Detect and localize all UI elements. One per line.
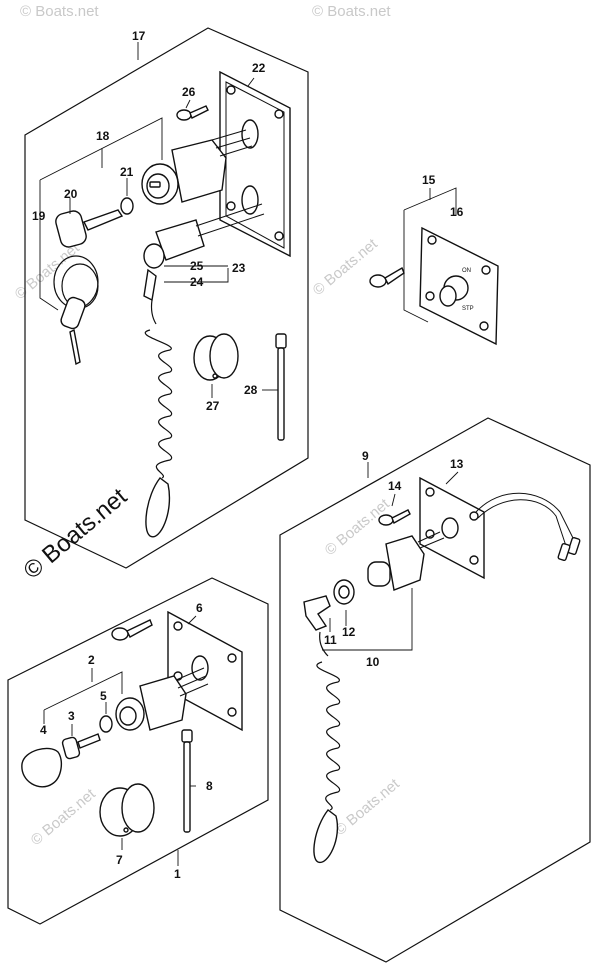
callout-21: 21 bbox=[120, 165, 134, 179]
switch-stop-label: STP bbox=[462, 306, 474, 312]
assembly-1 bbox=[7, 577, 269, 925]
watermark-main: © Boats.net bbox=[19, 483, 133, 585]
callout-27: 27 bbox=[206, 399, 220, 413]
callout-4: 4 bbox=[40, 723, 47, 737]
assembly-9 bbox=[279, 417, 591, 963]
callout-16: 16 bbox=[450, 205, 464, 219]
callout-22: 22 bbox=[252, 61, 266, 75]
washer-21 bbox=[120, 197, 134, 215]
switch-on-label: ON bbox=[462, 268, 471, 274]
switch-10 bbox=[367, 531, 445, 591]
callout-20: 20 bbox=[64, 187, 78, 201]
watermark-bottom-right: © Boats.net bbox=[332, 775, 404, 839]
callout-17: 17 bbox=[132, 29, 146, 43]
fob-4 bbox=[21, 747, 63, 788]
callout-2: 2 bbox=[88, 653, 95, 667]
callout-24: 24 bbox=[190, 275, 204, 289]
box-1 bbox=[7, 577, 269, 925]
screw-6 bbox=[111, 619, 153, 641]
assembly-17 bbox=[24, 27, 309, 569]
cap-27 bbox=[193, 333, 239, 381]
screw-15 bbox=[369, 266, 405, 288]
callout-5: 5 bbox=[100, 689, 107, 703]
washer-5 bbox=[99, 715, 113, 733]
watermark-right-mid: © Boats.net bbox=[322, 495, 394, 559]
callout-19: 19 bbox=[32, 209, 46, 223]
callouts: 17 22 26 18 21 20 19 25 23 24 28 27 15 1… bbox=[32, 29, 464, 881]
stop-switch-25 bbox=[143, 203, 265, 302]
callout-15: 15 bbox=[422, 173, 436, 187]
callout-26: 26 bbox=[182, 85, 196, 99]
callout-1: 1 bbox=[174, 867, 181, 881]
watermark-bottom-left: © Boats.net bbox=[28, 785, 100, 849]
watermark-top-left: © Boats.net bbox=[20, 3, 99, 20]
assembly-15: ON STP bbox=[369, 187, 499, 346]
callout-11: 11 bbox=[324, 633, 337, 647]
key-ring-19 bbox=[53, 255, 99, 366]
clip-11 bbox=[303, 595, 331, 631]
lanyard-coil-11 bbox=[313, 631, 341, 863]
callout-8: 8 bbox=[206, 779, 213, 793]
screw-26 bbox=[176, 105, 209, 121]
plate-22 bbox=[219, 70, 291, 258]
watermark-left: © Boats.net bbox=[12, 239, 84, 303]
callout-28: 28 bbox=[244, 383, 258, 397]
callout-18: 18 bbox=[96, 129, 110, 143]
key-20 bbox=[55, 209, 124, 248]
watermark-mid: © Boats.net bbox=[310, 235, 382, 299]
lanyard-coil-24 bbox=[144, 299, 173, 538]
box-17 bbox=[24, 27, 309, 569]
callout-14: 14 bbox=[388, 479, 402, 493]
callout-7: 7 bbox=[116, 853, 123, 867]
watermark-top: © Boats.net bbox=[312, 3, 391, 20]
cap-7 bbox=[99, 783, 155, 837]
tie-8 bbox=[181, 729, 193, 833]
key-switch-18 bbox=[141, 129, 253, 205]
nut-12 bbox=[333, 579, 355, 605]
callout-6: 6 bbox=[196, 601, 203, 615]
tie-28 bbox=[275, 333, 287, 441]
key-3 bbox=[61, 733, 101, 760]
callout-23: 23 bbox=[232, 261, 246, 275]
callout-3: 3 bbox=[68, 709, 75, 723]
callout-10: 10 bbox=[366, 655, 380, 669]
wire-harness bbox=[475, 492, 581, 562]
callout-13: 13 bbox=[450, 457, 464, 471]
key-switch-2 bbox=[115, 667, 209, 731]
callout-9: 9 bbox=[362, 449, 369, 463]
callout-25: 25 bbox=[190, 259, 204, 273]
box-9 bbox=[279, 417, 591, 963]
callout-12: 12 bbox=[342, 625, 356, 639]
screw-14 bbox=[378, 509, 411, 526]
